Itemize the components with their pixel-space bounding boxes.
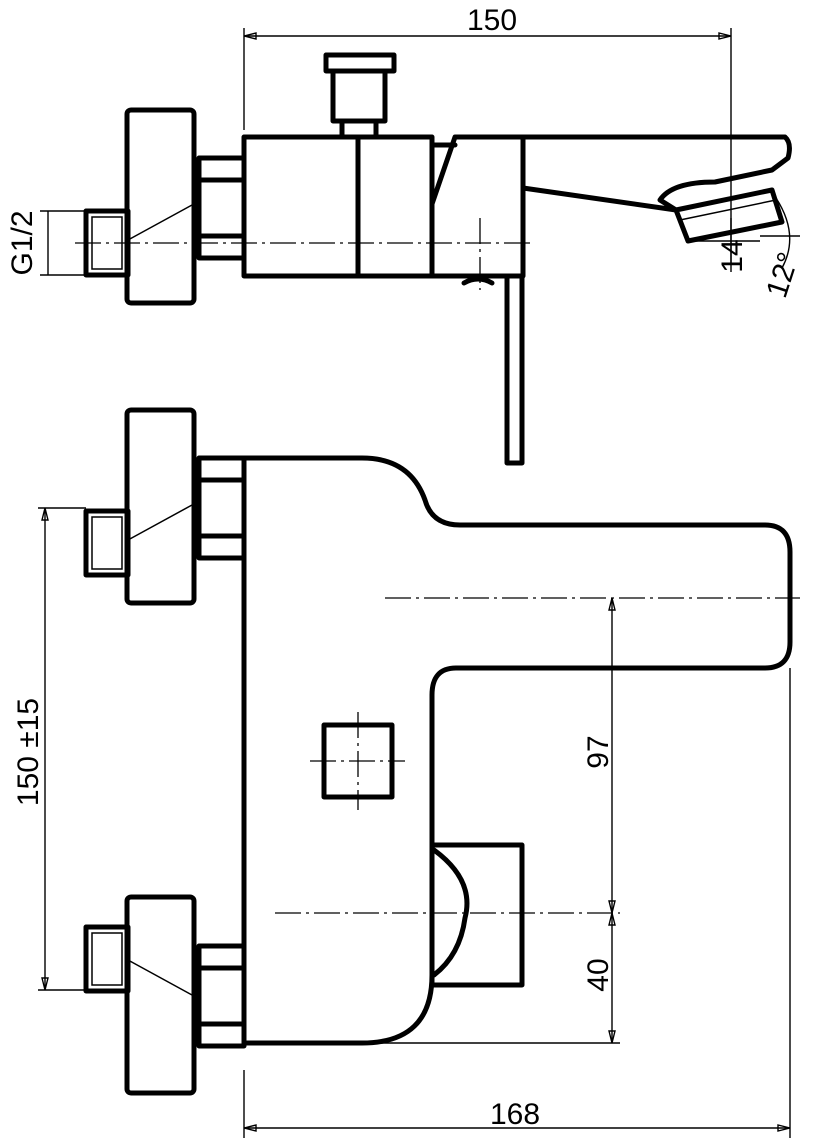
front-view	[83, 407, 800, 1096]
front-dimensions	[38, 507, 791, 1138]
dim-handle-axis-offset-label: 40	[582, 958, 615, 991]
side-dimensions	[40, 28, 800, 276]
dim-top-width-label: 150	[467, 4, 517, 37]
dim-inlet-spacing-label: 150 ±15	[12, 698, 45, 806]
side-spout	[520, 134, 792, 213]
dim-spout-angle-label: 12°	[760, 248, 805, 301]
side-lever-handle	[429, 134, 526, 279]
front-lever-handle	[429, 842, 525, 988]
front-upper-flange	[124, 407, 197, 606]
front-lower-inlet-stub	[83, 924, 131, 994]
front-body	[241, 455, 793, 1046]
dim-overall-depth-label: 168	[490, 1098, 540, 1131]
dim-spout-axis-offset-label: 97	[582, 735, 615, 768]
front-lower-hex-nut	[196, 943, 247, 1049]
front-lower-flange	[124, 894, 197, 1096]
side-body	[241, 134, 435, 279]
side-view	[75, 52, 792, 466]
side-aerator	[673, 187, 785, 244]
side-diverter-base	[339, 118, 379, 140]
dim-spout-height-label: 14	[716, 239, 749, 272]
dim-inlet-thread-label: G1/2	[6, 210, 39, 275]
side-diverter-stem	[330, 68, 388, 124]
side-lever-arm	[504, 273, 525, 466]
front-upper-hex-nut	[196, 455, 247, 561]
side-wall-flange	[124, 107, 197, 306]
front-upper-inlet-stub	[83, 508, 131, 578]
